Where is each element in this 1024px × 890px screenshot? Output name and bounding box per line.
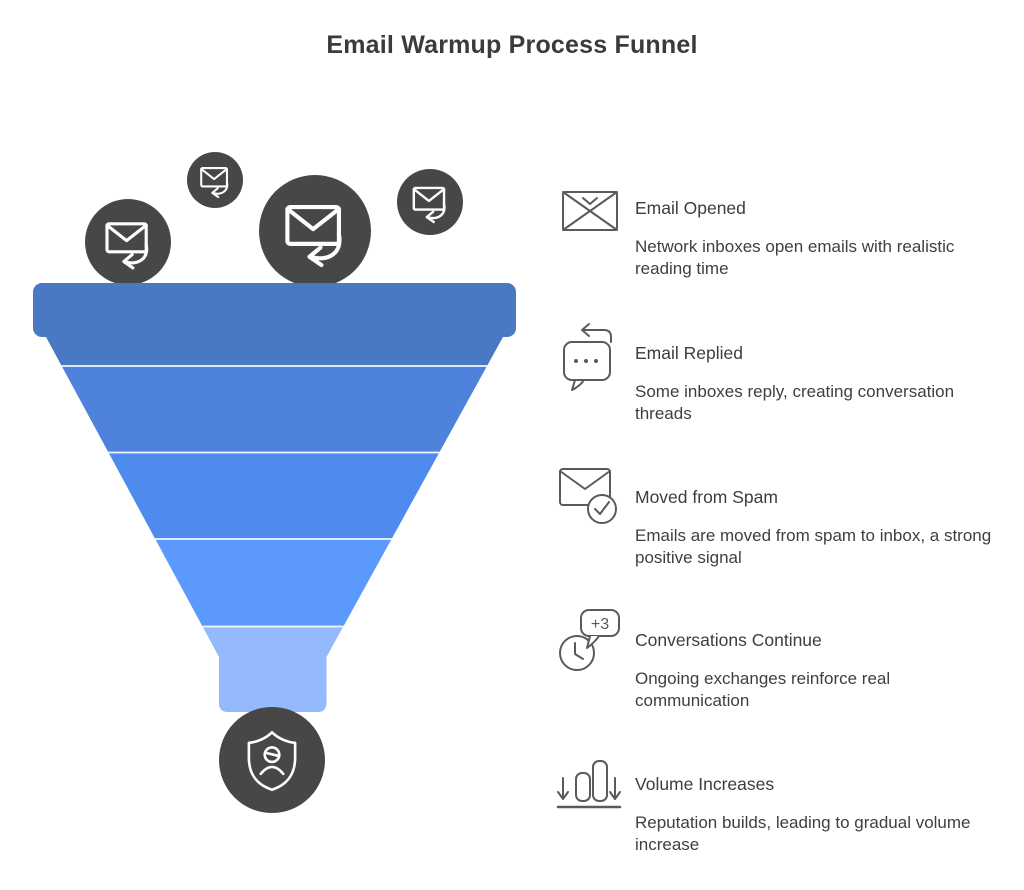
email-replied-icon [563, 323, 612, 391]
step-description: Emails are moved from spam to inbox, a s… [635, 526, 992, 567]
step-text: Email Replied Some inboxes reply, creati… [635, 342, 995, 424]
funnel-level-1 [46, 337, 503, 366]
incoming-email-circle [259, 175, 371, 287]
funnel-graphic [33, 152, 516, 813]
user-shield-circle [219, 707, 325, 813]
conversations-continue-icon: +3 [559, 609, 620, 671]
page-title: Email Warmup Process Funnel [326, 31, 698, 59]
step-title: Email Replied [635, 343, 743, 363]
step-title: Moved from Spam [635, 487, 778, 507]
incoming-email-circles [85, 152, 463, 287]
step-description: Some inboxes reply, creating conversatio… [635, 382, 955, 423]
step-text: Conversations Continue Ongoing exchanges… [635, 629, 995, 711]
step-description: Reputation builds, leading to gradual vo… [635, 813, 971, 854]
step-title: Conversations Continue [635, 630, 822, 650]
step-text: Volume Increases Reputation builds, lead… [635, 773, 995, 855]
step-text: Moved from Spam Emails are moved from sp… [635, 486, 995, 568]
volume-increases-icon [556, 760, 622, 809]
incoming-email-circle [397, 169, 463, 235]
incoming-email-circle [85, 199, 171, 285]
step-description: Ongoing exchanges reinforce real communi… [635, 669, 891, 710]
incoming-email-circle [187, 152, 243, 208]
email-opened-icon [562, 191, 618, 231]
funnel-level-2 [46, 366, 503, 453]
plus-three-badge: +3 [591, 616, 609, 633]
step-title: Email Opened [635, 198, 746, 218]
moved-from-spam-icon [559, 468, 617, 524]
step-description: Network inboxes open emails with realist… [635, 237, 955, 278]
step-text: Email Opened Network inboxes open emails… [635, 197, 995, 279]
funnel-rim [33, 283, 516, 337]
step-title: Volume Increases [635, 774, 775, 794]
funnel-separators [46, 365, 503, 628]
